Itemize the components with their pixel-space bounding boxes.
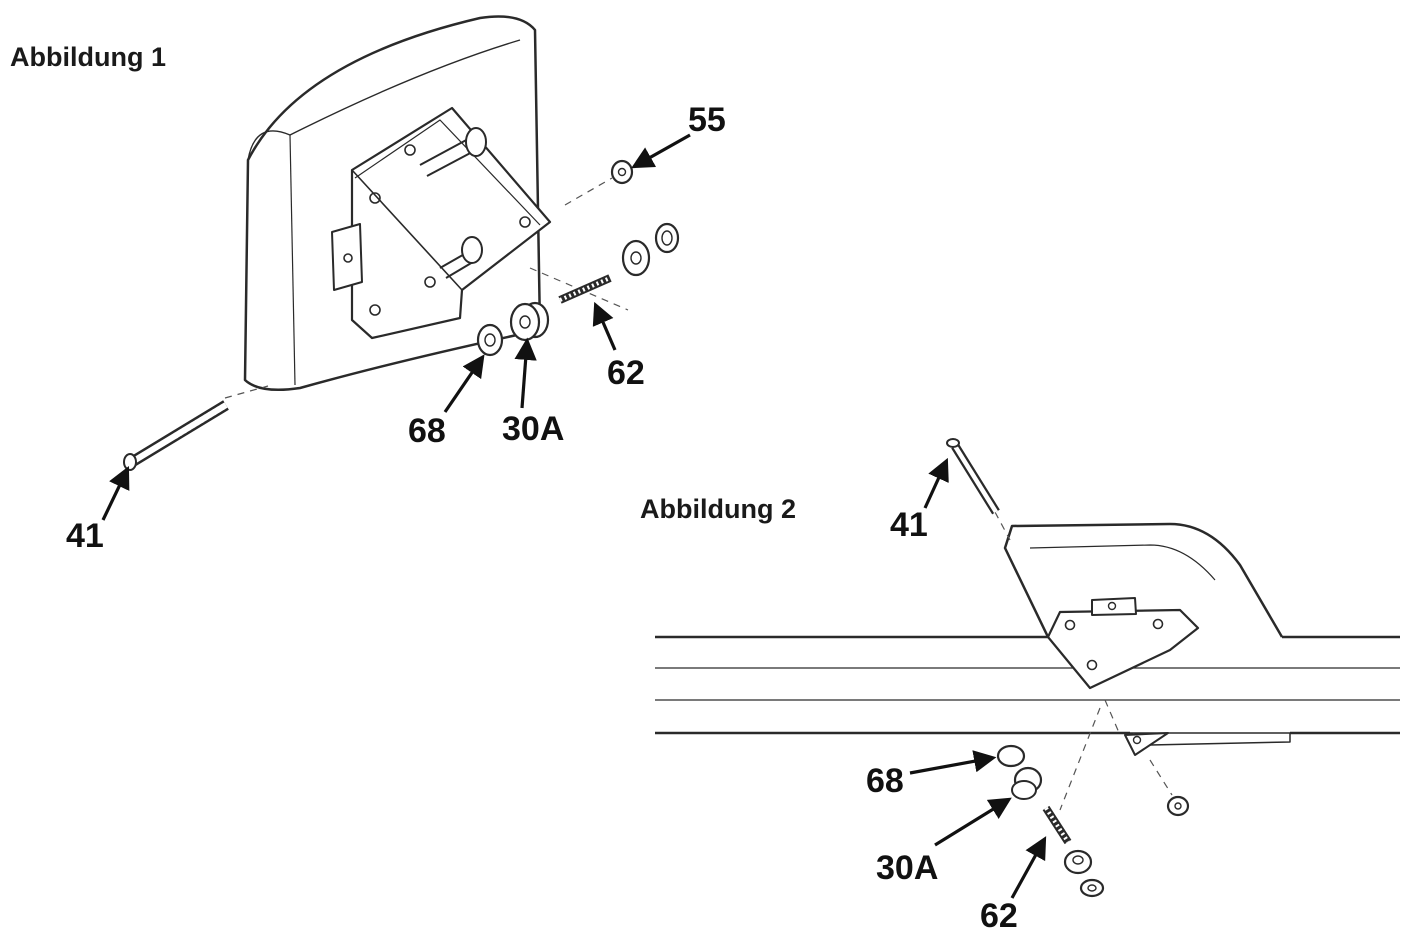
roller-30a-fig2 bbox=[1011, 766, 1043, 800]
callout-62-fig2: 62 bbox=[980, 897, 1018, 935]
callout-55: 55 bbox=[688, 101, 726, 139]
callout-41-fig1: 41 bbox=[66, 517, 104, 555]
figure-1-arrows bbox=[101, 133, 691, 521]
mounting-bracket-mounted bbox=[1046, 597, 1200, 756]
callout-41-fig2: 41 bbox=[890, 506, 928, 544]
callout-30a-fig1: 30A bbox=[502, 410, 565, 448]
callout-30a-fig2: 30A bbox=[876, 849, 939, 887]
weight-plate-mounted bbox=[1003, 522, 1291, 746]
threaded-rod-62-fig1 bbox=[558, 274, 612, 304]
nut-55 bbox=[610, 159, 634, 185]
washer-68-fig2 bbox=[996, 744, 1026, 768]
callout-62-fig1: 62 bbox=[607, 354, 645, 392]
figure-2-arrows bbox=[909, 457, 1047, 899]
roller-30a-fig1-b bbox=[621, 222, 680, 277]
bolt-41-fig2 bbox=[946, 438, 1000, 515]
figure-1-drawing bbox=[123, 15, 680, 471]
assembly-center-lines-fig2 bbox=[994, 511, 1173, 811]
threaded-rod-62-fig2 bbox=[1042, 805, 1072, 845]
callout-68-fig2: 68 bbox=[866, 762, 904, 800]
figure-2-drawing bbox=[655, 438, 1400, 898]
mounting-bracket bbox=[331, 106, 552, 340]
roller-30a-fig1 bbox=[509, 301, 550, 342]
callout-68-fig1: 68 bbox=[408, 412, 446, 450]
frame-beam bbox=[655, 635, 1400, 735]
bolt-41-fig1 bbox=[123, 400, 229, 471]
roller-bottom-fig2 bbox=[1063, 849, 1105, 898]
washer-68-fig1 bbox=[476, 323, 504, 357]
nut-fig2 bbox=[1166, 795, 1190, 817]
figure-1-title: Abbildung 1 bbox=[10, 42, 166, 72]
figure-2-title: Abbildung 2 bbox=[640, 494, 796, 524]
